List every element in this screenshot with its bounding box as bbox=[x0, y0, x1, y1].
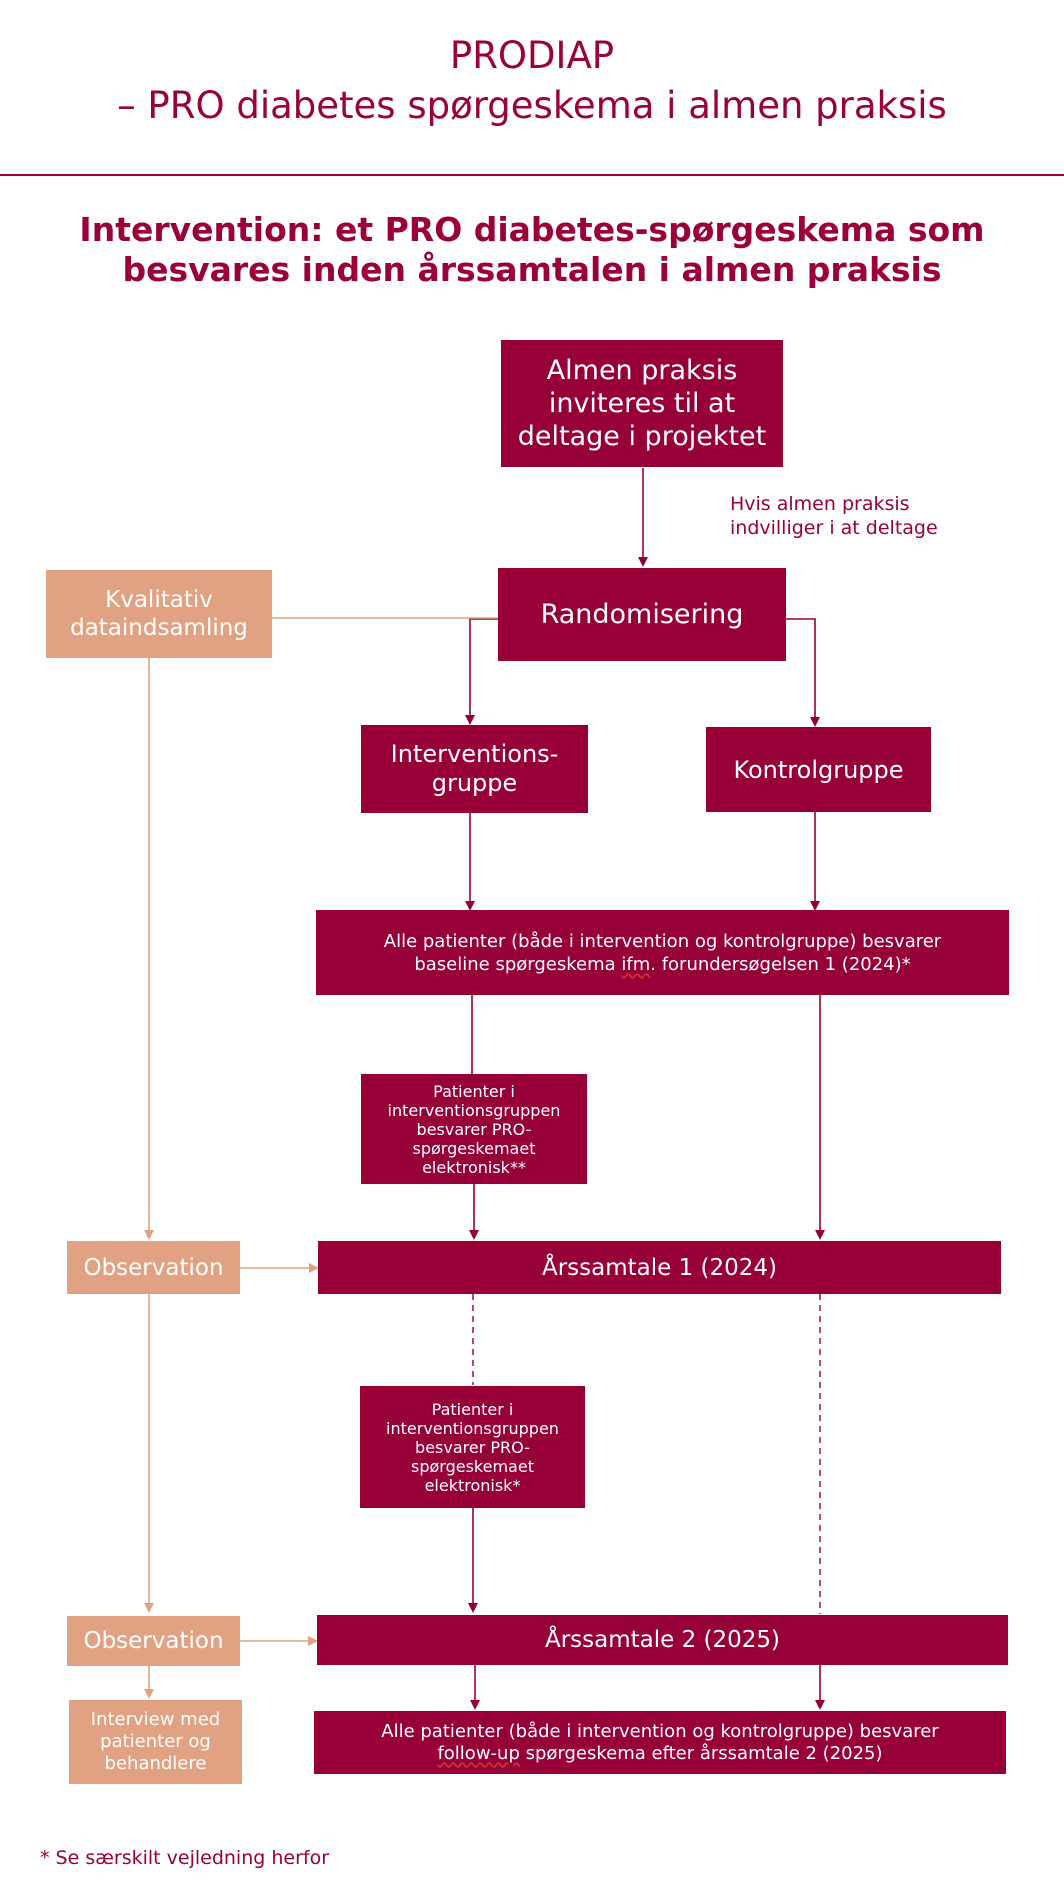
intervention-group-box: Interventions- gruppe bbox=[361, 725, 588, 813]
observation-box-1: Observation bbox=[67, 1241, 240, 1294]
pro-electronic-box-2: Patienter i interventionsgruppen besvare… bbox=[360, 1386, 585, 1508]
qualitative-line1: Kvalitativ bbox=[105, 587, 213, 613]
interview-line2: patienter og bbox=[100, 1731, 211, 1752]
baseline-line1: Alle patienter (både i intervention og k… bbox=[383, 930, 942, 952]
pro1-line3: besvarer PRO- bbox=[416, 1119, 532, 1139]
pro1-line4: spørgeskemaet bbox=[412, 1138, 536, 1158]
baseline-questionnaire-box: Alle patienter (både i intervention og k… bbox=[316, 910, 1009, 995]
header-divider bbox=[0, 174, 1064, 176]
subtitle-line2: besvares inden årssamtalen i almen praks… bbox=[122, 250, 942, 289]
invite-line2: inviteres til at bbox=[548, 388, 736, 419]
control-group-box: Kontrolgruppe bbox=[706, 727, 931, 812]
interview-box: Interview med patienter og behandlere bbox=[69, 1700, 242, 1784]
pro1-line2: interventionsgruppen bbox=[387, 1100, 561, 1120]
pro2-line5: elektronisk* bbox=[424, 1475, 521, 1495]
pro2-line2: interventionsgruppen bbox=[386, 1418, 559, 1438]
page-title-line1: PRODIAP bbox=[449, 34, 615, 77]
arrow-random-to-control bbox=[786, 618, 820, 727]
condition-note-line2: indvilliger i at deltage bbox=[730, 517, 938, 539]
followup-line2-marked: follow-up bbox=[437, 1742, 520, 1764]
baseline-line2: baseline spørgeskema ifm. forundersøgels… bbox=[414, 953, 910, 976]
observation-box-2: Observation bbox=[67, 1616, 240, 1666]
qualitative-line2: dataindsamling bbox=[70, 615, 248, 641]
followup-line2: follow-up spørgeskema efter årssamtale 2… bbox=[437, 1743, 882, 1765]
invite-line3: deltage i projektet bbox=[517, 421, 767, 452]
invite-line1: Almen praksis bbox=[546, 355, 738, 386]
pro2-line3: besvarer PRO- bbox=[415, 1437, 530, 1457]
intervention-group-line1: Interventions- bbox=[390, 740, 559, 768]
invite-practice-box: Almen praksis inviteres til at deltage i… bbox=[501, 340, 783, 467]
annual-conversation-1-box: Årssamtale 1 (2024) bbox=[318, 1241, 1001, 1294]
baseline-line2-post: . forundersøgelsen 1 (2024)* bbox=[650, 953, 911, 975]
page-title-line2: – PRO diabetes spørgeskema i almen praks… bbox=[117, 84, 947, 127]
randomization-box: Randomisering bbox=[498, 568, 786, 661]
followup-questionnaire-box: Alle patienter (både i intervention og k… bbox=[314, 1711, 1006, 1774]
pro2-line4: spørgeskemaet bbox=[411, 1456, 534, 1476]
intervention-group-line2: gruppe bbox=[431, 769, 518, 797]
interview-line1: Interview med bbox=[90, 1709, 221, 1730]
footnote: * Se særskilt vejledning herfor bbox=[40, 1847, 330, 1869]
condition-note: Hvis almen praksis indvilliger i at delt… bbox=[730, 492, 1030, 540]
qualitative-data-box: Kvalitativ dataindsamling bbox=[46, 570, 272, 658]
arrow-random-to-intervention bbox=[465, 618, 498, 725]
annual-conversation-2-box: Årssamtale 2 (2025) bbox=[317, 1615, 1008, 1665]
condition-note-line1: Hvis almen praksis bbox=[730, 493, 910, 515]
followup-line1: Alle patienter (både i intervention og k… bbox=[381, 1720, 939, 1742]
pro1-line1: Patienter i bbox=[433, 1081, 515, 1101]
interview-line3: behandlere bbox=[104, 1753, 207, 1774]
followup-line2-post: spørgeskema efter årssamtale 2 (2025) bbox=[519, 1742, 883, 1764]
pro2-line1: Patienter i bbox=[431, 1399, 514, 1419]
baseline-line2-marked: ifm bbox=[621, 953, 651, 975]
baseline-line2-pre: baseline spørgeskema bbox=[414, 953, 622, 975]
pro1-line5: elektronisk** bbox=[422, 1157, 526, 1177]
subtitle-line1: Intervention: et PRO diabetes-spørgeskem… bbox=[79, 210, 985, 249]
pro-electronic-box-1: Patienter i interventionsgruppen besvare… bbox=[361, 1074, 587, 1184]
